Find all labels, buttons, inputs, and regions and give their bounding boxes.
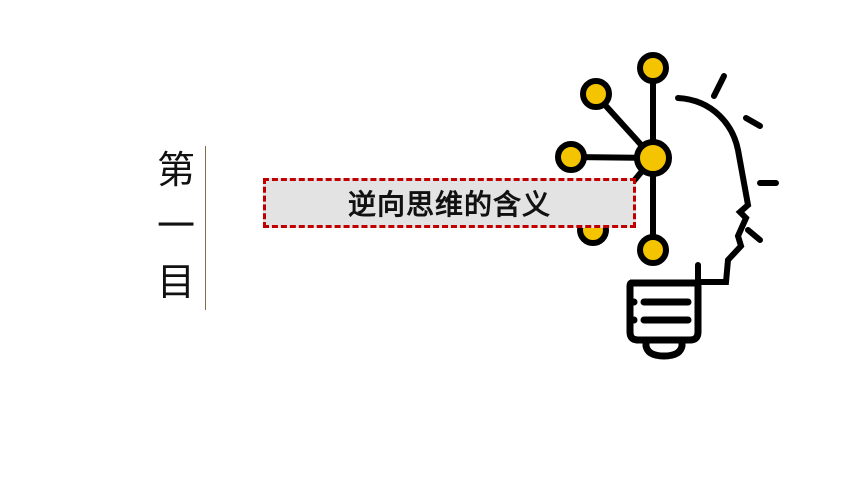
section-label-vertical: 第 一 目	[150, 142, 202, 310]
lightbulb-head-network-icon	[555, 52, 779, 360]
section-char-1: 第	[156, 148, 195, 192]
section-char-3: 目	[156, 260, 195, 304]
vertical-divider	[205, 146, 206, 310]
title-text: 逆向思维的含义	[347, 188, 551, 221]
title-box: 逆向思维的含义	[263, 178, 636, 228]
section-char-2: 一	[156, 204, 195, 248]
